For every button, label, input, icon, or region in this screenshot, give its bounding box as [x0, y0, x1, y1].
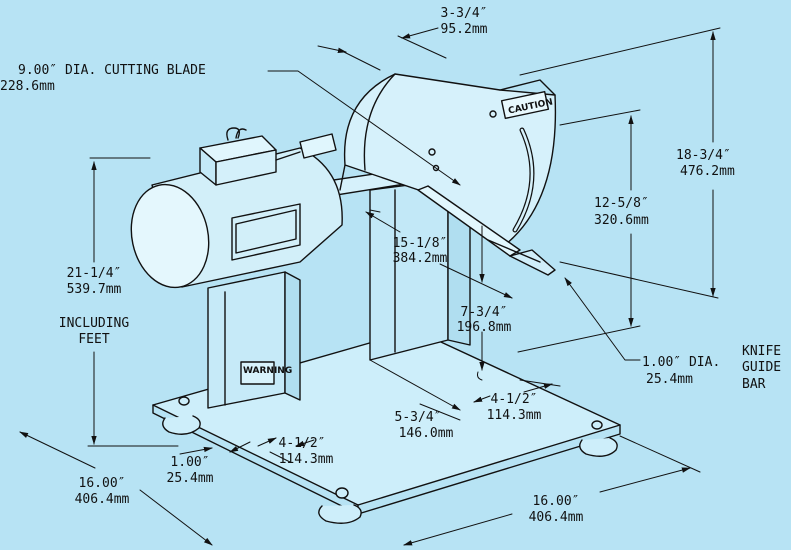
- rubber-feet: [162, 396, 618, 524]
- right-offset-in: 4-1/2″: [490, 392, 538, 407]
- guard-height-mm: 320.6mm: [594, 213, 649, 228]
- dim-right-offset: [419, 379, 561, 421]
- including-feet-line1: INCLUDING: [58, 316, 130, 331]
- motor-pedestal: [207, 271, 301, 409]
- left-offset-in: 4-1/2″: [278, 436, 326, 451]
- top-offset-mm: 95.2mm: [440, 22, 488, 37]
- depth-mm: 406.4mm: [74, 492, 130, 507]
- edge-mm: 25.4mm: [166, 471, 214, 486]
- total-height-in: 21-1/4″: [66, 266, 122, 281]
- warning-label: WARNING: [243, 366, 293, 376]
- middle-mm: 146.0mm: [398, 426, 454, 441]
- dim-bar-height: [477, 225, 485, 381]
- dim-guard-height: [517, 109, 641, 353]
- knife-label-2: GUIDE: [742, 360, 782, 375]
- dim-middle: [369, 359, 461, 411]
- blade-diameter-mm: 228.6mm: [0, 79, 55, 94]
- dim-width: [403, 435, 701, 546]
- knife-guide-bar: [417, 185, 556, 276]
- overall-height-in: 18-3/4″: [676, 148, 731, 163]
- dim-height: [519, 27, 721, 299]
- knife-label-1: KNIFE: [742, 344, 782, 359]
- top-offset-in: 3-3/4″: [440, 6, 488, 21]
- blade-depth-mm: 384.2mm: [392, 251, 448, 266]
- width-in: 16.00″: [532, 494, 580, 509]
- dim-depth: [19, 431, 213, 546]
- dim-edge: [179, 441, 251, 455]
- bar-height-in: 7-3/4″: [460, 305, 508, 320]
- dim-top: [317, 27, 447, 71]
- guard-height-in: 12-5/8″: [594, 196, 649, 211]
- depth-in: 16.00″: [78, 476, 126, 491]
- dim-bar-leader: [564, 277, 641, 361]
- dim-left-offset: [257, 437, 315, 463]
- bar-diameter-mm: 25.4mm: [646, 372, 693, 387]
- dim-total-height: [87, 157, 179, 447]
- bar-height-mm: 196.8mm: [456, 320, 512, 335]
- edge-in: 1.00″: [170, 455, 210, 470]
- motor-housing: [130, 147, 343, 289]
- width-mm: 406.4mm: [528, 510, 584, 525]
- left-offset-mm: 114.3mm: [278, 452, 334, 467]
- including-feet-line2: FEET: [78, 332, 110, 347]
- blade-depth-in: 15-1/8″: [392, 236, 448, 251]
- dim-blade-leader: [267, 70, 461, 186]
- blade-diameter-label: 9.00″ DIA. CUTTING BLADE: [18, 63, 206, 78]
- knife-label-3: BAR: [742, 377, 766, 392]
- total-height-mm: 539.7mm: [66, 282, 122, 297]
- right-offset-mm: 114.3mm: [486, 408, 542, 423]
- switch-box: [199, 127, 337, 186]
- overall-height-mm: 476.2mm: [680, 164, 735, 179]
- middle-in: 5-3/4″: [394, 410, 442, 425]
- bar-diameter-in: 1.00″ DIA.: [642, 355, 721, 370]
- dim-blade-depth: [365, 209, 513, 299]
